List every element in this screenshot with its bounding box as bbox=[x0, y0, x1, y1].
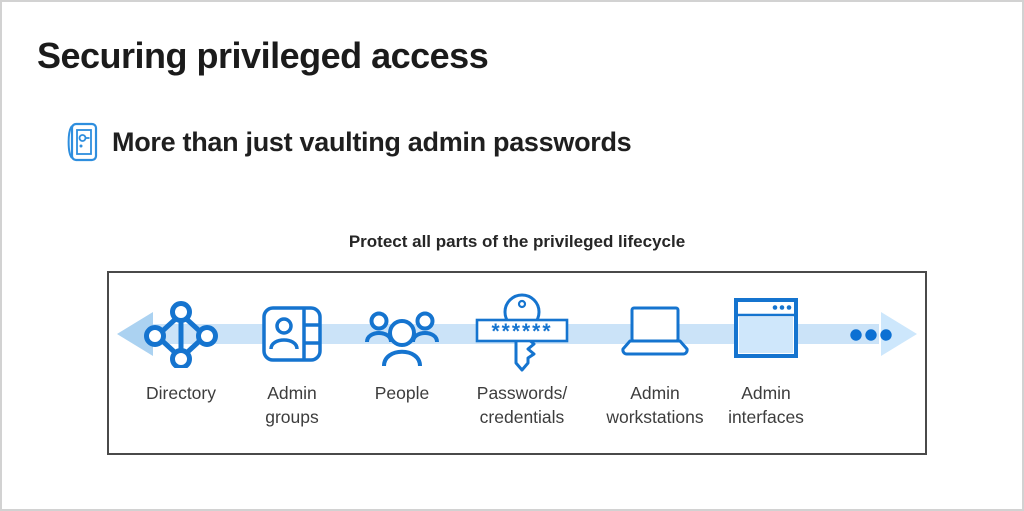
admin-workstations-icon bbox=[621, 306, 689, 356]
label-line: Admin bbox=[267, 383, 317, 403]
lifecycle-diagram-box: ****** Directory Admin g bbox=[107, 271, 927, 455]
label-line: Admin bbox=[630, 383, 680, 403]
label-line: interfaces bbox=[728, 407, 804, 428]
page-title: Securing privileged access bbox=[37, 35, 489, 76]
ellipsis-icon bbox=[850, 329, 892, 341]
directory-icon bbox=[144, 301, 218, 368]
diagram-heading: Protect all parts of the privileged life… bbox=[348, 232, 686, 251]
subtitle-row: More than just vaulting admin passwords bbox=[64, 122, 632, 162]
label-passwords-credentials: Passwords/ credentials bbox=[457, 381, 587, 429]
label-admin-groups: Admin groups bbox=[227, 381, 357, 429]
people-icon bbox=[365, 311, 439, 367]
label-admin-interfaces: Admin interfaces bbox=[701, 381, 831, 429]
password-mask-text: ****** bbox=[491, 320, 552, 343]
label-line: credentials bbox=[479, 407, 565, 428]
admin-interfaces-icon bbox=[734, 298, 798, 358]
passwords-credentials-icon: ****** bbox=[475, 293, 569, 372]
label-line: Admin bbox=[741, 383, 791, 403]
label-directory: Directory bbox=[116, 381, 246, 405]
label-line: groups bbox=[265, 407, 319, 428]
subtitle: More than just vaulting admin passwords bbox=[112, 126, 632, 157]
label-line: Directory bbox=[145, 383, 216, 403]
label-line: workstations bbox=[606, 407, 704, 428]
admin-groups-icon bbox=[262, 306, 322, 362]
vault-icon bbox=[67, 122, 98, 162]
label-admin-workstations: Admin workstations bbox=[590, 381, 720, 429]
label-people: People bbox=[337, 381, 467, 405]
label-line: Passwords/ bbox=[476, 383, 568, 403]
label-line: People bbox=[374, 383, 430, 403]
